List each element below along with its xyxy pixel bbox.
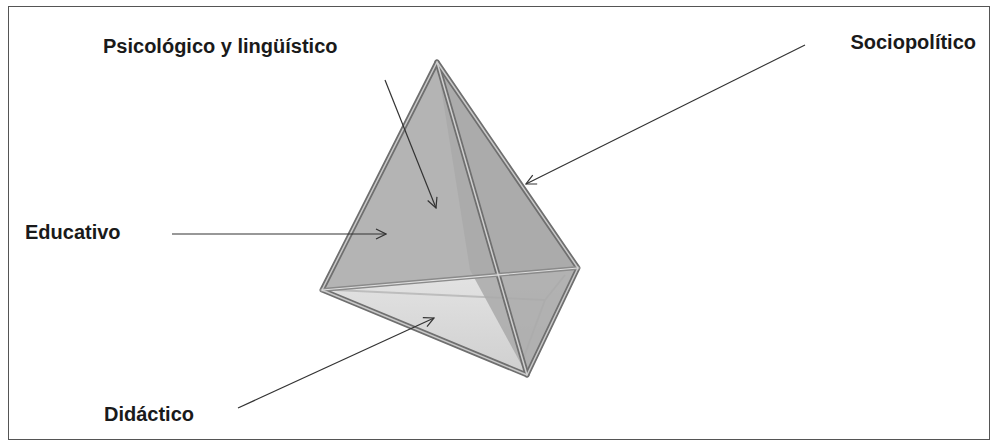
leader-line [238, 318, 434, 408]
right-face [437, 62, 578, 375]
face-label: Didáctico [104, 402, 194, 426]
leader-lines [172, 45, 805, 408]
tetrahedron-edges [322, 62, 578, 375]
leader-line [385, 80, 436, 208]
leader-line [526, 45, 805, 184]
leader-line [172, 233, 386, 234]
face-label: Educativo [25, 220, 121, 244]
frame-border [9, 7, 990, 440]
face-label: Psicológico y lingüístico [103, 34, 337, 58]
face-label: Sociopolítico [850, 30, 976, 54]
